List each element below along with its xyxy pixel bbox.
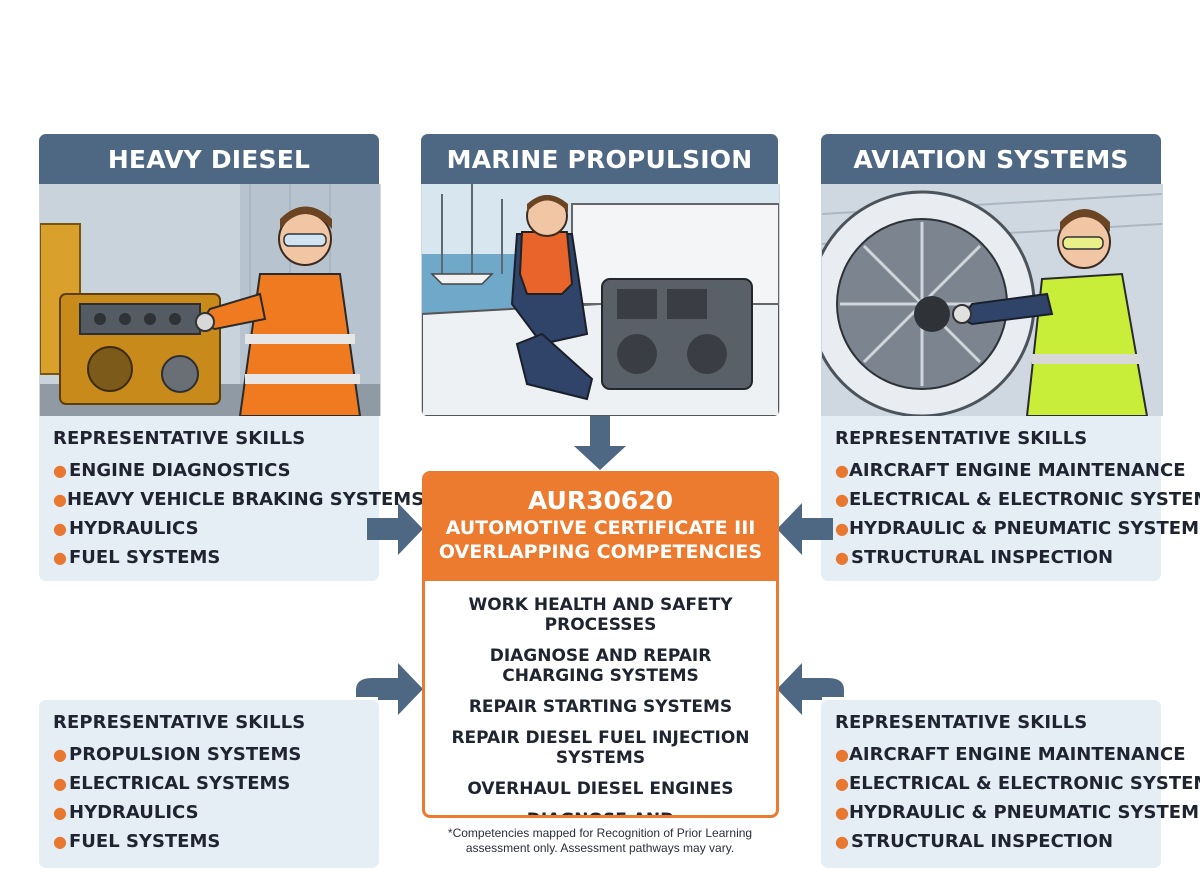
bullet-icon: ● <box>835 774 849 793</box>
center-box-header: AUR30620 AUTOMOTIVE CERTIFICATE III OVER… <box>425 474 776 581</box>
marine-technician-illustration <box>421 184 780 416</box>
bullet-icon: ● <box>53 519 67 538</box>
right-arrow-icon <box>367 503 423 555</box>
competency-list: WORK HEALTH AND SAFETY PROCESSES DIAGNOS… <box>425 581 776 815</box>
list-item: ●FUEL SYSTEMS <box>53 831 221 852</box>
list-item: WORK HEALTH AND SAFETY PROCESSES <box>468 595 733 635</box>
aviation-lower-skills-panel: REPRESENTATIVE SKILLS ●AIRCRAFT ENGINE M… <box>821 700 1200 868</box>
skills-list: ●AIRCRAFT ENGINE MAINTENANCE ●ELECTRICAL… <box>835 456 1200 572</box>
list-item: ●HEAVY VEHICLE BRAKING SYSTEMS <box>53 489 425 510</box>
list-item: REPAIR STARTING SYSTEMS <box>468 697 733 717</box>
list-item: ●ELECTRICAL & ELECTRONIC SYSTEMS <box>835 773 1200 794</box>
qualification-code: AUR30620 <box>527 486 674 515</box>
list-item: OVERHAUL DIESEL ENGINES <box>467 779 734 799</box>
curved-left-arrow-icon <box>777 663 844 715</box>
bullet-icon: ● <box>835 803 849 822</box>
aviation-skills-panel: REPRESENTATIVE SKILLS ●AIRCRAFT ENGINE M… <box>821 416 1200 581</box>
bullet-icon: ● <box>53 548 67 567</box>
skills-heading: REPRESENTATIVE SKILLS <box>53 428 306 449</box>
list-item: ●ELECTRICAL SYSTEMS <box>53 773 291 794</box>
heavy-diesel-title: HEAVY DIESEL <box>39 134 379 184</box>
bullet-icon: ● <box>53 803 67 822</box>
bullet-icon: ● <box>835 490 849 509</box>
footnote-line: *Competencies mapped for Recognition of … <box>447 826 753 840</box>
list-item: ●HYDRAULIC & PNEUMATIC SYSTEMS <box>835 802 1200 823</box>
curved-right-arrow-icon <box>356 663 423 715</box>
list-item: ●ENGINE DIAGNOSTICS <box>53 460 291 481</box>
skills-list: ●AIRCRAFT ENGINE MAINTENANCE ●ELECTRICAL… <box>835 740 1200 856</box>
skills-list: ●PROPULSION SYSTEMS ●ELECTRICAL SYSTEMS … <box>53 740 365 856</box>
footnote: *Competencies mapped for Recognition of … <box>410 826 790 856</box>
bullet-icon: ● <box>835 519 849 538</box>
left-arrow-icon <box>777 503 833 555</box>
down-arrow-icon <box>574 416 626 470</box>
list-item: DIAGNOSE AND REPAIR HYDRAULIC SYSTEMS <box>431 810 770 815</box>
aviation-systems-title: AVIATION SYSTEMS <box>821 134 1161 184</box>
bullet-icon: ● <box>835 832 849 851</box>
heavy-diesel-skills-panel: REPRESENTATIVE SKILLS ●ENGINE DIAGNOSTIC… <box>39 416 425 581</box>
overlapping-competencies-box: AUR30620 AUTOMOTIVE CERTIFICATE III OVER… <box>422 471 779 818</box>
skills-heading: REPRESENTATIVE SKILLS <box>53 712 306 733</box>
bullet-icon: ● <box>53 832 67 851</box>
qualification-title-line1: AUTOMOTIVE CERTIFICATE III <box>445 517 756 539</box>
bullet-icon: ● <box>835 745 849 764</box>
list-item: ●STRUCTURAL INSPECTION <box>835 831 1114 852</box>
list-item: ●HYDRAULICS <box>53 802 199 823</box>
bullet-icon: ● <box>53 490 67 509</box>
skills-heading: REPRESENTATIVE SKILLS <box>835 428 1088 449</box>
skills-heading: REPRESENTATIVE SKILLS <box>835 712 1088 733</box>
heavy-diesel-technician-illustration <box>39 184 381 416</box>
list-item: DIAGNOSE AND REPAIR CHARGING SYSTEMS <box>489 646 712 686</box>
list-item: REPAIR DIESEL FUEL INJECTION SYSTEMS <box>451 728 750 768</box>
marine-propulsion-title: MARINE PROPULSION <box>421 134 778 184</box>
bullet-icon: ● <box>835 548 849 567</box>
list-item: ●PROPULSION SYSTEMS <box>53 744 302 765</box>
footnote-line: assessment only. Assessment pathways may… <box>465 841 735 855</box>
list-item: ●HYDRAULIC & PNEUMATIC SYSTEMS <box>835 518 1200 539</box>
list-item: ●STRUCTURAL INSPECTION <box>835 547 1114 568</box>
qualification-title-line2: OVERLAPPING COMPETENCIES <box>438 541 763 563</box>
bullet-icon: ● <box>835 461 849 480</box>
list-item: ●AIRCRAFT ENGINE MAINTENANCE <box>835 744 1186 765</box>
bullet-icon: ● <box>53 745 67 764</box>
bullet-icon: ● <box>53 774 67 793</box>
skills-list: ●ENGINE DIAGNOSTICS ●HEAVY VEHICLE BRAKI… <box>53 456 425 572</box>
list-item: ●AIRCRAFT ENGINE MAINTENANCE <box>835 460 1186 481</box>
list-item: ●ELECTRICAL & ELECTRONIC SYSTEMS <box>835 489 1200 510</box>
list-item: ●FUEL SYSTEMS <box>53 547 221 568</box>
marine-skills-panel: REPRESENTATIVE SKILLS ●PROPULSION SYSTEM… <box>39 700 379 868</box>
list-item: ●HYDRAULICS <box>53 518 199 539</box>
aviation-technician-illustration <box>821 184 1163 416</box>
bullet-icon: ● <box>53 461 67 480</box>
